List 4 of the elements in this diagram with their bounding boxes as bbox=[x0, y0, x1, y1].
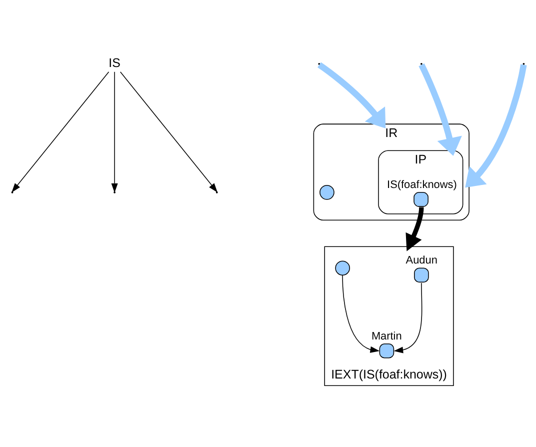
node-text: IS bbox=[108, 55, 120, 70]
node-label: IS(foaf:knows) bbox=[387, 178, 457, 190]
node-label: Martin bbox=[371, 330, 402, 342]
node-label: Audun bbox=[406, 254, 438, 266]
